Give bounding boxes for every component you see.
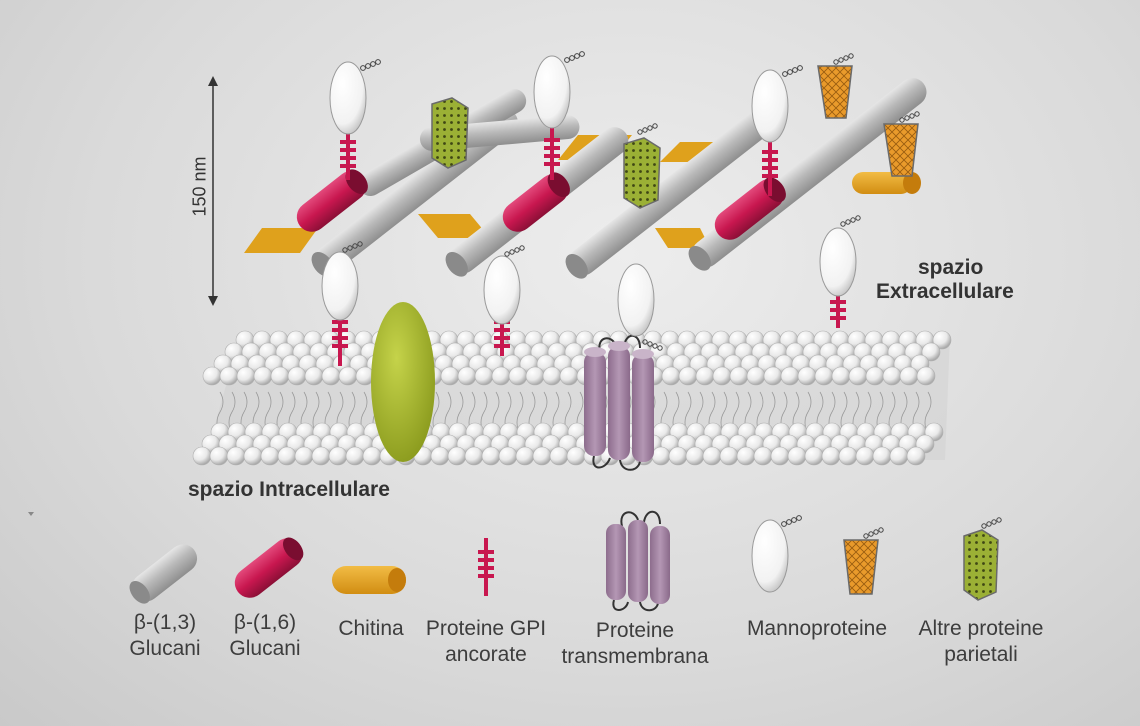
legend-line1: Altre proteine xyxy=(918,617,1044,640)
legend-line1: β-(1,6) xyxy=(233,611,297,634)
legend-item-beta-1-6: β-(1,6) Glucani xyxy=(180,610,350,662)
legend-line1: Proteine GPI xyxy=(425,617,547,640)
extracellular-label: spazio Extracellulare xyxy=(876,256,1046,304)
transmembrane-protein-icon xyxy=(606,510,670,612)
orange-protein-icon xyxy=(843,527,884,595)
extracellular-line2: Extracellulare xyxy=(876,280,1014,303)
scale-bar xyxy=(208,76,218,306)
legend-line2: parietali xyxy=(944,643,1018,666)
membrane-green-protein xyxy=(371,302,435,462)
legend-line2: transmembrana xyxy=(561,645,709,668)
legend-item-transmembrane: Proteine transmembrana xyxy=(550,618,720,670)
mannoprotein-icon xyxy=(751,515,802,593)
legend-line2: Glucani xyxy=(129,637,201,660)
legend-item-gpi: Proteine GPI ancorate xyxy=(401,616,571,668)
wall-orange-proteins xyxy=(817,53,920,177)
scale-label: 150 nm xyxy=(189,156,210,217)
chitin-fibers xyxy=(244,135,921,253)
wall-protein-icon xyxy=(963,517,1002,601)
legend-item-mannoproteins: Mannoproteine xyxy=(732,616,902,642)
membrane-transmembrane-protein xyxy=(584,263,663,471)
crimson-cylinder-icon xyxy=(234,537,304,598)
legend-line1: Proteine xyxy=(595,619,675,642)
legend-item-chitin: Chitina xyxy=(286,616,456,642)
legend-line2: ancorate xyxy=(445,643,527,666)
beta-1-6-glucan-fibers xyxy=(296,169,786,240)
extracellular-line1: spazio xyxy=(918,256,984,279)
legend-item-beta-1-3: β-(1,3) Glucani xyxy=(80,610,250,662)
legend-line1: Chitina xyxy=(338,617,404,640)
wall-gpi-anchors xyxy=(340,128,778,196)
wall-green-proteins xyxy=(431,97,661,209)
gray-cylinder-icon xyxy=(129,544,198,604)
gpi-anchor-icon xyxy=(478,538,494,596)
intracellular-label: spazio Intracellulare xyxy=(188,478,390,501)
legend-line1: Mannoproteine xyxy=(746,617,888,640)
legend-line1: β-(1,3) xyxy=(133,611,197,634)
legend-line2: Glucani xyxy=(229,637,301,660)
lipid-bilayer xyxy=(192,330,952,466)
wall-mannoproteins xyxy=(329,51,803,143)
orange-cylinder-icon xyxy=(332,566,406,594)
membrane-gpi-proteins xyxy=(321,215,861,366)
legend-item-other-wall-proteins: Altre proteine parietali xyxy=(896,616,1066,668)
